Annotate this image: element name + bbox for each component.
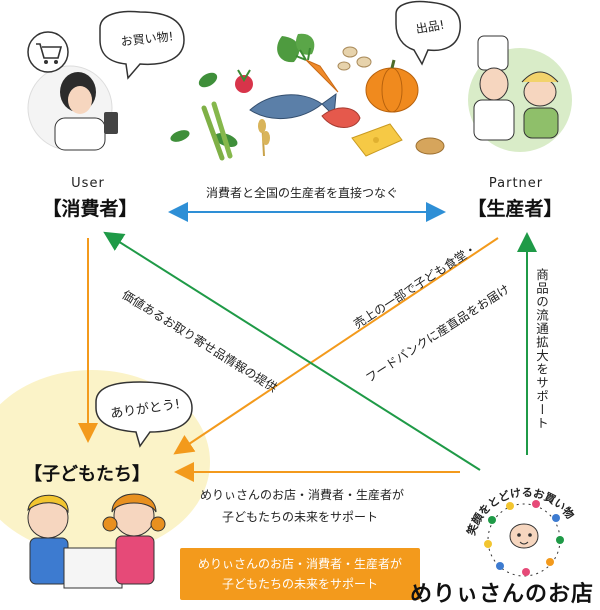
user-role-en: User [71, 176, 105, 191]
arrow-partner-children [173, 237, 499, 455]
brand-logo [466, 469, 582, 585]
support-note-box: めりぃさんのお店・消費者・生産者が 子どもたちの未来をサポート [180, 548, 420, 600]
user-speech-bubble [99, 10, 185, 80]
edge-label-bottom-1: めりぃさんのお店・消費者・生産者が [200, 488, 405, 502]
brand-name: めりぃさんのお店 [410, 581, 595, 607]
children-speech-bubble [95, 381, 193, 448]
children-title: 【子どもたち】 [24, 464, 150, 485]
user-role-jp: 【消費者】 [42, 198, 138, 220]
partner-speech-bubble [395, 0, 461, 66]
producer-illustration [468, 35, 572, 152]
brand-arc: 笑顔をとどけるお買い物 [464, 486, 578, 537]
food-illustrations [170, 33, 445, 161]
edge-label-bottom-2: 子どもたちの未来をサポート [222, 510, 379, 524]
svg-text:笑顔をとどけるお買い物: 笑顔をとどけるお買い物 [464, 486, 578, 537]
cart-icon [27, 31, 69, 73]
support-note-line1: めりぃさんのお店・消費者・生産者が [197, 557, 402, 571]
arrow-brand-user [103, 231, 481, 471]
partner-role-jp: 【生産者】 [467, 198, 563, 220]
partner-role-en: Partner [488, 176, 544, 191]
consumer-illustration [27, 65, 118, 151]
edge-label-right-vertical: 商品の流通拡大をサポート [534, 268, 549, 430]
support-note-line2: 子どもたちの未来をサポート [221, 577, 378, 591]
children-illustration [27, 493, 166, 589]
edge-label-top: 消費者と全国の生産者を直接つなぐ [206, 186, 399, 200]
brand-arc-text: 笑顔をとどけるお買い物 [464, 486, 578, 537]
